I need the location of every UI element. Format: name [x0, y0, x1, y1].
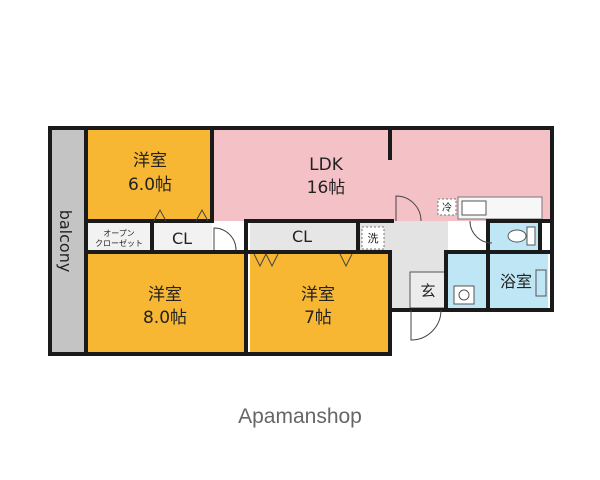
western-room-middle-size: 7帖 — [304, 308, 332, 328]
toilet-tank — [526, 226, 536, 246]
open-closet-floor — [88, 223, 152, 251]
closet-middle-floor — [250, 223, 358, 251]
ldk-name: LDK — [309, 155, 344, 175]
balcony-floor — [50, 128, 85, 354]
fixtures — [453, 200, 547, 305]
western-room-top-size: 6.0帖 — [128, 175, 172, 195]
entrance-label: 玄 — [420, 282, 435, 300]
western-room-top-name: 洋室 — [133, 151, 167, 171]
washer-label: 洗 — [368, 232, 379, 245]
open-closet-line1: オープン — [103, 229, 135, 238]
refrigerator-label: 冷 — [442, 201, 452, 214]
doors — [213, 195, 493, 341]
floor-plan: 冷 洗 balcony 洋室 6.0帖 LDK 16帖 オープン クローゼット … — [48, 126, 554, 356]
closet-doors — [153, 208, 353, 268]
brand-watermark: Apamanshop — [238, 405, 362, 428]
western-room-middle-name: 洋室 — [301, 285, 335, 305]
western-room-middle-floor — [250, 254, 388, 354]
walls — [48, 126, 554, 356]
western-room-left-floor — [88, 254, 246, 354]
washbasin-drain — [458, 289, 470, 301]
washbasin — [453, 285, 475, 305]
western-room-left-size: 8.0帖 — [143, 308, 187, 328]
bathroom-label: 浴室 — [500, 272, 532, 291]
kitchen-sink — [461, 200, 487, 216]
toilet-bowl — [507, 229, 527, 243]
western-room-top-floor — [88, 128, 212, 221]
western-room-left-name: 洋室 — [148, 285, 182, 305]
closet-middle-label: CL — [292, 227, 312, 246]
balcony-label: balcony — [56, 210, 75, 273]
bathtub — [535, 269, 547, 297]
entrance-floor — [409, 271, 447, 309]
ldk-size: 16帖 — [307, 178, 346, 198]
closet-left-floor — [154, 223, 212, 251]
open-closet-line2: クローゼット — [95, 238, 143, 248]
closet-left-label: CL — [172, 229, 192, 248]
refrigerator-space — [437, 198, 457, 216]
washer-space — [361, 226, 385, 250]
